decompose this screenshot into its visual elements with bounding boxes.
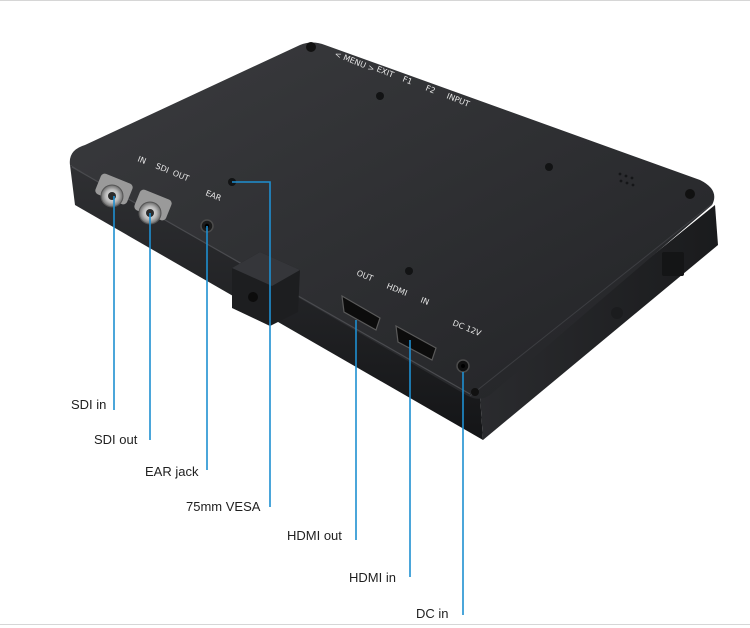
dc-in-port xyxy=(456,359,470,373)
callout-hdmi-out: HDMI out xyxy=(287,528,342,543)
f1-label: F1 xyxy=(401,75,413,87)
sdi-out-connector xyxy=(134,189,172,225)
top-divider xyxy=(0,0,750,1)
callout-dc-in: DC in xyxy=(416,606,449,621)
side-latch xyxy=(662,252,684,276)
hdmi-out-port xyxy=(341,294,381,331)
hdmi-in-label: IN xyxy=(419,296,430,307)
vesa-mount-block xyxy=(232,252,300,326)
callout-ear-jack: EAR jack xyxy=(145,464,199,479)
bottom-divider xyxy=(0,624,750,625)
f2-label: F2 xyxy=(424,84,436,96)
callout-vesa: 75mm VESA xyxy=(186,499,261,514)
leader-lines xyxy=(113,181,464,615)
callout-hdmi-in: HDMI in xyxy=(349,570,396,585)
callout-sdi-out: SDI out xyxy=(94,432,138,447)
monitor-body xyxy=(69,42,718,440)
callout-sdi-in: SDI in xyxy=(71,397,107,412)
sdi-in-label: IN xyxy=(136,155,147,166)
hdmi-in-port xyxy=(395,324,437,361)
side-screw xyxy=(611,307,623,319)
